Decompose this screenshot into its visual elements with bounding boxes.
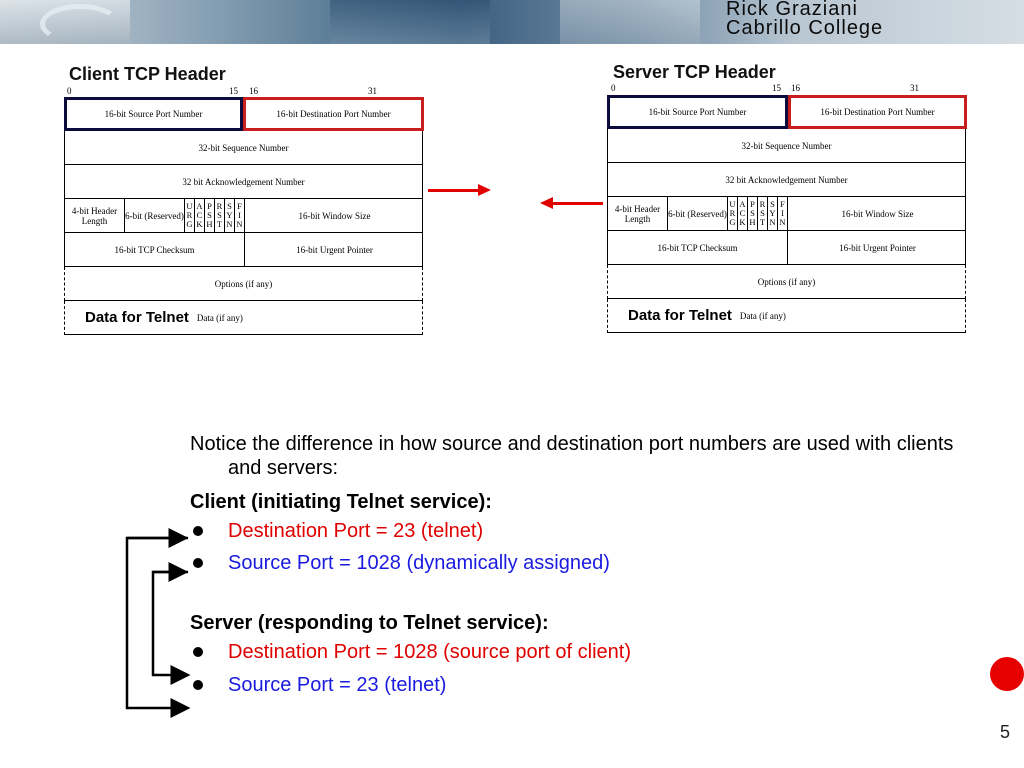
server-row-seq: 32-bit Sequence Number	[607, 129, 966, 163]
server-window: 16-bit Window Size	[841, 208, 914, 219]
server-src-text: Source Port = 23 (telnet)	[228, 673, 447, 696]
client-bit-16: 16	[249, 86, 258, 96]
server-src-bullet: Source Port = 23 (telnet)	[190, 668, 990, 701]
client-hlen: 4-bit Header Length	[65, 199, 125, 232]
server-data-any: Data (if any)	[739, 310, 786, 321]
client-row-seq: 32-bit Sequence Number	[64, 131, 423, 165]
server-to-client-arrow	[540, 197, 603, 209]
server-bit-16: 16	[791, 83, 800, 93]
server-row-options: Options (if any)	[607, 265, 966, 299]
client-row-data: Data for Telnet Data (if any)	[64, 301, 423, 335]
server-row-data: Data for Telnet Data (if any)	[607, 299, 966, 333]
client-checksum: 16-bit TCP Checksum	[65, 233, 245, 266]
server-data-telnet: Data for Telnet	[628, 306, 732, 324]
server-bit-0: 0	[611, 83, 616, 93]
server-row-ports: 16-bit Source Port Number 16-bit Destina…	[607, 95, 967, 129]
server-options: Options (if any)	[757, 276, 816, 287]
server-dest-text: Destination Port = 1028 (source port of …	[228, 640, 631, 663]
server-heading: Server (responding to Telnet service):	[190, 612, 549, 634]
client-row-ack: 32 bit Acknowledgement Number	[64, 165, 423, 199]
client-bit-0: 0	[67, 86, 72, 96]
server-hlen: 4-bit Header Length	[608, 197, 668, 230]
server-row-checksum: 16-bit TCP Checksum 16-bit Urgent Pointe…	[607, 231, 966, 265]
bullet-dot	[193, 679, 203, 690]
server-header-title: Server TCP Header	[613, 62, 776, 82]
client-row-ports: 16-bit Source Port Number 16-bit Destina…	[64, 97, 424, 131]
client-data-telnet: Data for Telnet	[85, 308, 189, 326]
page-number: 5	[1000, 722, 1011, 742]
cable-image	[40, 4, 120, 44]
client-src-text: Source Port = 1028 (dynamically assigned…	[228, 551, 610, 574]
client-row-options: Options (if any)	[64, 267, 423, 301]
server-ack: 32 bit Acknowledgement Number	[725, 174, 848, 185]
server-reserved: 6-bit (Reserved)	[668, 197, 728, 230]
notes: Notice the difference in how source and …	[190, 432, 990, 701]
client-header-title: Client TCP Header	[69, 64, 226, 84]
bracket-inner	[151, 570, 191, 685]
server-source-port: 16-bit Source Port Number	[607, 95, 788, 129]
client-window: 16-bit Window Size	[298, 210, 371, 221]
banner: Rick Graziani Cabrillo College	[0, 0, 1024, 44]
red-circle-marker	[990, 657, 1024, 691]
server-seq: 32-bit Sequence Number	[741, 140, 832, 151]
bracket-outer	[125, 536, 191, 718]
client-bit-31: 31	[368, 86, 377, 96]
server-bit-31: 31	[910, 83, 919, 93]
client-ack: 32 bit Acknowledgement Number	[182, 176, 305, 187]
notes-intro: Notice the difference in how source and …	[190, 433, 954, 479]
server-dest-bullet: Destination Port = 1028 (source port of …	[190, 635, 990, 668]
client-seq: 32-bit Sequence Number	[198, 142, 289, 153]
client-options: Options (if any)	[214, 278, 273, 289]
client-reserved: 6-bit (Reserved)	[125, 199, 185, 232]
banner-author: Rick Graziani Cabrillo College	[726, 0, 883, 38]
banner-line-1: Rick Graziani	[726, 0, 858, 20]
server-checksum: 16-bit TCP Checksum	[608, 231, 788, 264]
bullet-dot	[193, 646, 203, 657]
bullet-dot	[193, 525, 203, 536]
client-heading: Client (initiating Telnet service):	[190, 491, 492, 513]
server-urgent: 16-bit Urgent Pointer	[839, 242, 916, 253]
client-bit-15: 15	[229, 86, 238, 96]
server-row-ack: 32 bit Acknowledgement Number	[607, 163, 966, 197]
bullet-dot	[193, 557, 203, 568]
server-bit-15: 15	[772, 83, 781, 93]
client-dest-port: 16-bit Destination Port Number	[243, 97, 424, 131]
client-src-bullet: Source Port = 1028 (dynamically assigned…	[190, 546, 990, 579]
client-source-port: 16-bit Source Port Number	[64, 97, 243, 131]
client-urgent: 16-bit Urgent Pointer	[296, 244, 373, 255]
server-dest-port: 16-bit Destination Port Number	[788, 95, 967, 129]
client-dest-bullet: Destination Port = 23 (telnet)	[190, 514, 990, 547]
client-data-any: Data (if any)	[196, 312, 243, 323]
client-row-checksum: 16-bit TCP Checksum 16-bit Urgent Pointe…	[64, 233, 423, 267]
banner-line-2: Cabrillo College	[726, 17, 884, 39]
client-dest-text: Destination Port = 23 (telnet)	[228, 519, 484, 542]
client-to-server-arrow	[428, 184, 491, 196]
